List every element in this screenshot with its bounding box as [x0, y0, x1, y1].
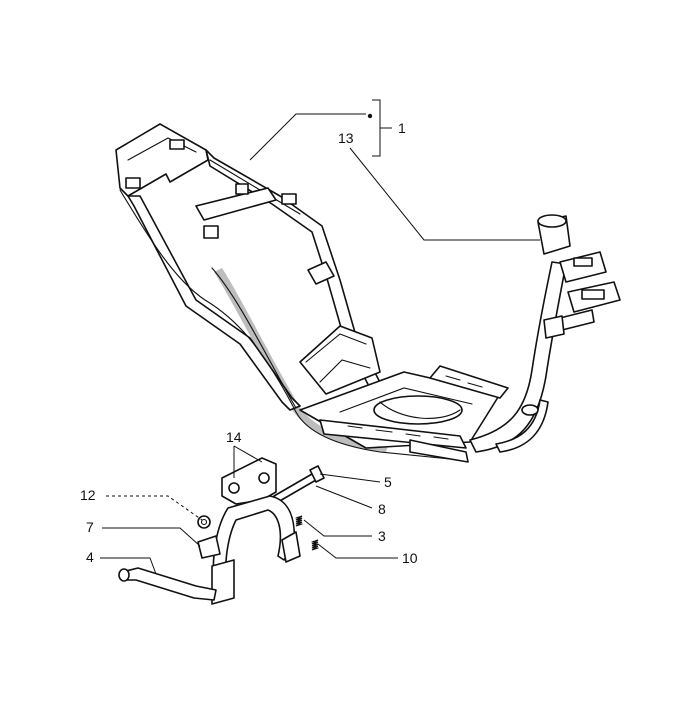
frame-floor-rail-right-slots	[445, 375, 483, 388]
leader-frame	[249, 113, 366, 161]
return-spring-secondary	[311, 539, 319, 551]
frame-front-bracket-upper-slot	[573, 257, 593, 267]
frame-left-main-rail	[127, 195, 301, 411]
leader-10	[317, 543, 398, 559]
frame-front-downtube	[469, 261, 567, 453]
frame-upper-bracket-b	[281, 193, 297, 205]
frame-front-gusset	[543, 315, 565, 339]
lock-nut	[197, 515, 211, 529]
callout-10: 10	[402, 550, 418, 566]
frame-front-bracket-lower-slot	[581, 289, 605, 300]
frame-front-bracket-tab	[559, 309, 595, 331]
callout-12: 12	[80, 487, 96, 503]
leader-7	[102, 527, 201, 547]
leader-12	[106, 495, 203, 521]
center-stand-right-foot	[281, 531, 301, 563]
callout-14: 14	[226, 429, 242, 445]
frame-floor-opening	[373, 395, 463, 425]
frame-rear-crossmember-edge	[127, 137, 197, 161]
frame-left-tube-outer	[119, 189, 461, 461]
stand-bracket-hole-left	[228, 482, 240, 494]
callout-labels: 1 13 14 5 12 8 7 3 4 10	[80, 120, 418, 566]
callout-7: 7	[86, 519, 94, 535]
frame-rear-bracket-left	[125, 177, 141, 189]
frame-lower-rail-shadow	[214, 268, 388, 452]
frame-floor-platform-edge	[339, 387, 473, 413]
frame-battery-cradle	[299, 325, 381, 395]
leader-1-dot	[367, 113, 373, 119]
callout-1: 1	[398, 120, 406, 136]
leader-bracket-1	[372, 99, 381, 157]
leader-5	[319, 473, 381, 483]
lock-nut-bore	[200, 518, 208, 526]
frame-steering-tube-top	[537, 214, 567, 228]
frame-rear-bracket-right	[169, 139, 185, 150]
callout-8: 8	[378, 501, 386, 517]
frame-mid-bracket	[307, 261, 335, 285]
stand-bushing	[197, 535, 221, 559]
return-spring	[295, 515, 303, 527]
frame-floor-rail-foot	[409, 439, 469, 463]
center-stand-assembly	[118, 457, 325, 605]
frame-upper-bracket-a	[203, 225, 219, 239]
frame-floor-opening-inner	[379, 401, 461, 419]
callout-4: 4	[86, 549, 94, 565]
stand-lever-grip	[118, 568, 130, 582]
leader-lines	[100, 99, 540, 575]
leader-13	[349, 147, 540, 241]
callout-5: 5	[384, 474, 392, 490]
stand-lever-arm	[121, 567, 217, 601]
frame-battery-cradle-ribs	[305, 333, 371, 383]
frame-floor-rail-slots	[347, 425, 449, 440]
scooter-frame	[115, 123, 621, 463]
leader-3	[303, 519, 372, 537]
frame-front-tube-bolt	[521, 404, 539, 416]
pivot-bolt	[273, 473, 317, 503]
frame-front-downtube-inner	[495, 399, 549, 453]
frame-floor-rail-right	[429, 365, 509, 399]
pivot-bolt-head	[309, 465, 325, 483]
leader-4	[100, 557, 157, 575]
callout-13: 13	[338, 130, 354, 146]
frame-left-tube-inner	[211, 267, 297, 409]
frame-front-bracket-upper	[559, 251, 607, 283]
frame-upper-bracket-c	[235, 183, 249, 195]
callout-3: 3	[378, 528, 386, 544]
leader-8	[315, 485, 373, 509]
leader-14	[233, 445, 263, 478]
stand-bracket-hole-right	[258, 472, 270, 484]
